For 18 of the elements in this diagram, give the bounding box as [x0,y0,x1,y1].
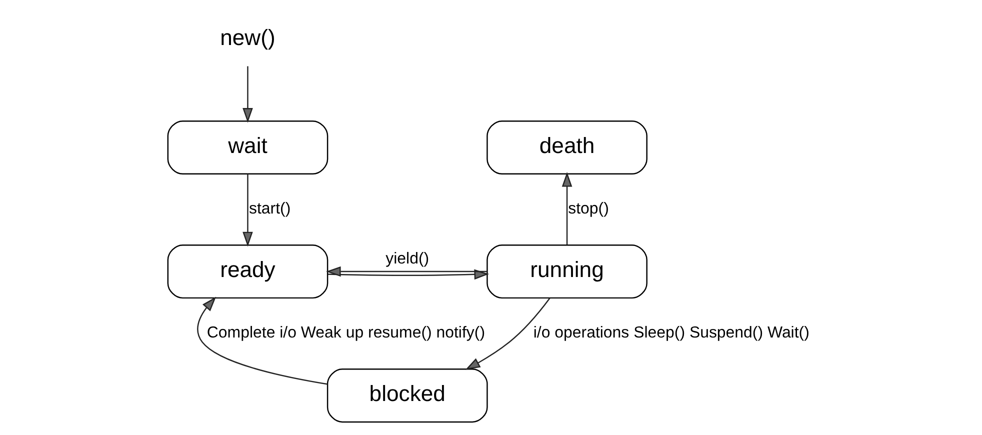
node-box: wait [166,120,328,175]
node-box: death [486,120,647,175]
arrow [242,66,252,123]
node-box: ready [166,244,328,299]
arrow [242,174,252,247]
node-box: blocked [326,368,488,423]
arrow [561,172,572,245]
node-text: new() [220,24,275,50]
edge-label: i/o operations Sleep() Suspend() Wait() [532,324,809,342]
edge-label: start() [248,200,290,218]
edge-label: Complete i/o Weak up resume() notify() [206,324,485,342]
edge-label: yield() [385,250,429,268]
arrow [327,269,489,280]
edge-label: stop() [568,200,608,218]
arrow [326,266,486,277]
node-box: running [486,244,647,299]
arrow [196,296,327,385]
arrow [464,298,550,370]
